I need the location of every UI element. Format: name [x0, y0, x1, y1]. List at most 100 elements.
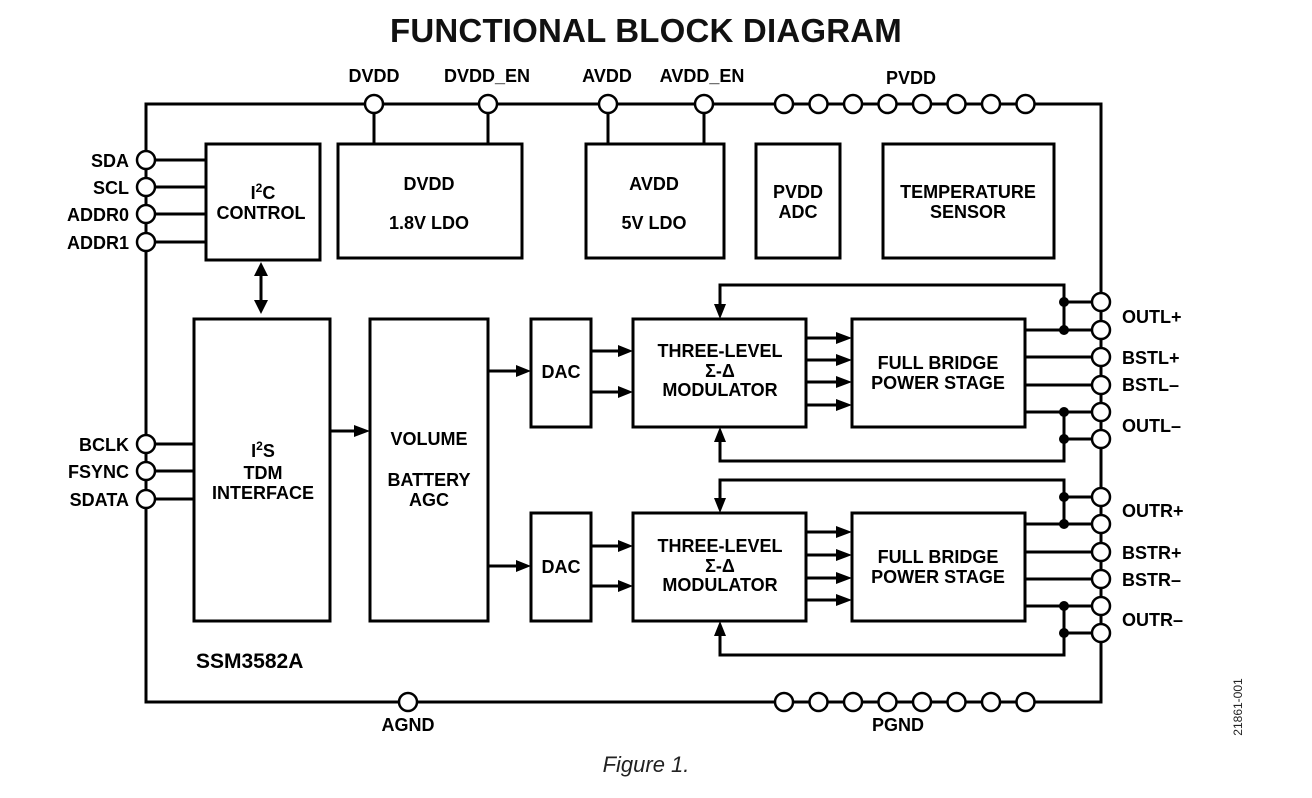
i2s-title: I2S — [251, 439, 275, 461]
pgnd-pin-7 — [980, 691, 1002, 713]
avdd-ldo-block: AVDD 5V LDO — [584, 142, 726, 260]
junction-dot — [1059, 325, 1069, 335]
i2c-control-block: I2C CONTROL — [204, 142, 322, 262]
junction-dot — [1059, 407, 1069, 417]
pvdd-adc-line1: PVDD — [773, 182, 823, 202]
figure-caption: Figure 1. — [602, 752, 690, 777]
i2c-pins: SDA SCL ADDR0 ADDR1 — [67, 149, 206, 253]
bstr-plus-pin — [1090, 541, 1112, 563]
modulator-to-power-left-arrows — [806, 332, 852, 411]
modulator-left-line2: Σ-Δ — [705, 361, 735, 381]
volume-to-dac-right-arrow — [516, 560, 531, 572]
mod-right-signal-arrow-3 — [836, 572, 852, 584]
arrow-up-head — [254, 262, 268, 276]
fsync-pin — [135, 460, 157, 482]
mod-right-signal-arrow-2 — [836, 549, 852, 561]
i2c-i2s-bidirectional-arrow — [254, 262, 268, 314]
outr-minus-pin-1 — [1090, 595, 1112, 617]
diagram-title: FUNCTIONAL BLOCK DIAGRAM — [390, 12, 902, 49]
temperature-sensor-line2: SENSOR — [930, 202, 1006, 222]
sda-label: SDA — [91, 151, 129, 171]
volume-label: VOLUME — [390, 429, 467, 449]
modulator-right-line1: THREE-LEVEL — [657, 536, 782, 556]
bstr-minus-pin — [1090, 568, 1112, 590]
bstl-plus-pin — [1090, 346, 1112, 368]
pvdd-pin-7 — [980, 93, 1002, 115]
i2s-pins: BCLK FSYNC SDATA — [68, 433, 194, 510]
addr1-label: ADDR1 — [67, 233, 129, 253]
avdd-ldo-box — [584, 142, 726, 260]
i2s-tdm-block: I2S TDM INTERFACE — [192, 317, 332, 623]
dvdd-ldo-voltage: 1.8V LDO — [389, 213, 469, 233]
top-rail-wire — [144, 102, 1103, 292]
mod-left-signal-arrow-3 — [836, 376, 852, 388]
avdd-en-label: AVDD_EN — [660, 66, 745, 86]
pvdd-pin-3 — [842, 93, 864, 115]
addr0-label: ADDR0 — [67, 205, 129, 225]
outr-minus-label: OUTR– — [1122, 610, 1183, 630]
bottom-pins: AGND PGND — [382, 691, 1036, 735]
pgnd-pin-3 — [842, 691, 864, 713]
feedback-top-right-arrow — [714, 498, 726, 513]
feedback-bottom-left-arrow — [714, 427, 726, 442]
scl-label: SCL — [93, 178, 129, 198]
part-number-label: SSM3582A — [196, 650, 303, 673]
avdd-ldo-title: AVDD — [629, 174, 679, 194]
pgnd-pin-5 — [911, 691, 933, 713]
dac-to-mod-left-arrow-2 — [618, 386, 633, 398]
agc-label: AGC — [409, 490, 449, 510]
dac-right-box — [529, 511, 593, 623]
feedback-bottom-left-wire — [718, 438, 1066, 463]
top-pins: DVDD DVDD_EN AVDD AVDD_EN PVDD — [348, 66, 1036, 144]
left-channel: DAC THREE-LEVEL Σ-Δ MODULATOR FULL BRIDG… — [488, 283, 1182, 463]
bottom-rail-wire — [144, 510, 1103, 704]
feedback-top-left-arrow — [714, 304, 726, 319]
i2s-to-volume-arrow — [330, 425, 370, 437]
junction-dot — [1059, 601, 1069, 611]
pvdd-pin-group — [773, 93, 1036, 115]
outr-plus-pin-1 — [1090, 486, 1112, 508]
bclk-label: BCLK — [79, 435, 129, 455]
i2c-control-subtitle: CONTROL — [217, 203, 306, 223]
modulator-right-line2: Σ-Δ — [705, 556, 735, 576]
feedback-bottom-right-wire — [718, 633, 1066, 657]
outl-plus-pin-1 — [1090, 291, 1112, 313]
pgnd-pin-6 — [946, 691, 967, 713]
mod-left-signal-arrow-4 — [836, 399, 852, 411]
volume-agc-block: VOLUME BATTERY AGC — [368, 317, 490, 623]
feedback-bottom-right-arrow — [714, 621, 726, 636]
mod-left-signal-arrow-2 — [836, 354, 852, 366]
outl-minus-label: OUTL– — [1122, 416, 1181, 436]
sdata-pin — [135, 488, 157, 510]
agnd-pin — [397, 691, 419, 713]
pvdd-adc-line2: ADC — [779, 202, 818, 222]
pvdd-adc-box — [754, 142, 842, 260]
pvdd-pin-1 — [773, 93, 795, 115]
avdd-pin — [597, 93, 619, 115]
outl-minus-pin-1 — [1090, 401, 1112, 423]
pgnd-pin-4 — [877, 691, 898, 713]
volume-agc-box — [368, 317, 490, 623]
pvdd-adc-block: PVDD ADC — [754, 142, 842, 260]
bstl-minus-pin — [1090, 374, 1112, 396]
power-stage-left-line2: POWER STAGE — [871, 373, 1005, 393]
modulator-left-line3: MODULATOR — [662, 380, 777, 400]
bstr-minus-label: BSTR– — [1122, 570, 1181, 590]
dac-right-label: DAC — [542, 557, 581, 577]
avdd-ldo-voltage: 5V LDO — [621, 213, 686, 233]
dvdd-en-pin — [477, 93, 499, 115]
dvdd-pin — [363, 93, 385, 115]
outr-minus-pin-2 — [1090, 622, 1112, 644]
feedback-top-right-wire — [718, 478, 1066, 500]
outl-plus-pin-2 — [1090, 319, 1112, 341]
addr0-pin — [135, 203, 157, 225]
i2s-tdm-label: TDM — [244, 463, 283, 483]
outr-plus-label: OUTR+ — [1122, 501, 1184, 521]
dvdd-ldo-title: DVDD — [403, 174, 454, 194]
avdd-en-pin — [693, 93, 715, 115]
sdata-label: SDATA — [70, 490, 129, 510]
pgnd-pin-group — [773, 691, 1036, 713]
bstl-plus-label: BSTL+ — [1122, 348, 1180, 368]
dac-to-mod-right-arrow-1 — [618, 540, 633, 552]
